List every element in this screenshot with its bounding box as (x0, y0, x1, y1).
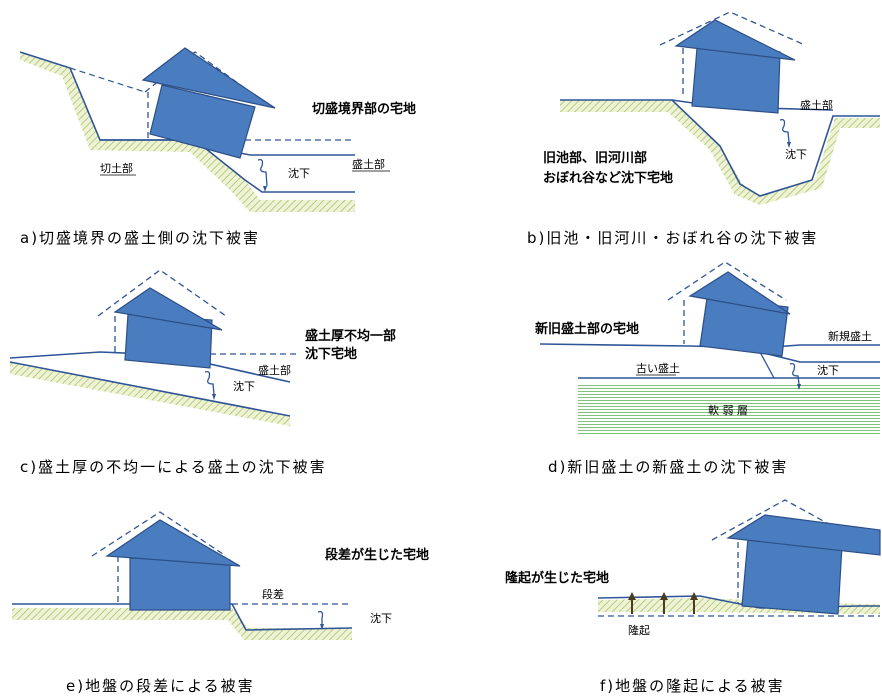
tilted-house-body (691, 47, 781, 114)
panel-f: 隆起が生じた宅地 隆起 f)地盤の隆起による被害 (505, 499, 881, 695)
settlement-arrowhead (212, 394, 216, 400)
label-soft-layer: 軟 弱 層 (708, 403, 748, 417)
label-old-fill: 古い盛土 (636, 361, 680, 375)
panel-b: 盛土部 沈下 旧池部、旧河川部 おぼれ谷など沈下宅地 b)旧池・旧河川・おぼれ谷… (527, 11, 880, 247)
panel-c-title-line1: 盛土厚不均一部 (305, 328, 396, 344)
ground-step-line (12, 603, 353, 631)
settlement-arrowhead (797, 384, 801, 390)
boundary-line (759, 351, 775, 379)
panel-d-title: 新旧盛土部の宅地 (535, 321, 639, 337)
settlement-arrowhead (320, 624, 324, 630)
label-settlement: 沈下 (288, 166, 310, 180)
original-roof-outline (91, 511, 227, 557)
settlement-arrow (317, 610, 324, 624)
settlement-arrow (257, 158, 268, 187)
caption-f: f)地盤の隆起による被害 (600, 677, 785, 695)
caption-c: c)盛土厚の不均一による盛土の沈下被害 (20, 458, 327, 476)
label-fill-area: 盛土部 (800, 98, 833, 112)
label-settlement: 沈下 (785, 147, 807, 161)
soft-layer (578, 384, 880, 436)
settlement-arrowhead (787, 142, 791, 148)
panel-d: 新旧盛土部の宅地 新規盛土 古い盛土 沈下 軟 弱 層 d)新旧盛土の新盛土の沈… (535, 261, 880, 476)
tilted-house-roof (141, 47, 276, 109)
panel-c: 盛土厚不均一部 沈下宅地 盛土部 沈下 c)盛土厚の不均一による盛土の沈下被害 (9, 269, 396, 476)
original-surface-dashed (69, 67, 146, 93)
valley-line (560, 99, 880, 197)
panel-c-title-line2: 沈下宅地 (305, 346, 357, 362)
settlement-arrow (779, 118, 790, 143)
label-settlement: 沈下 (817, 363, 839, 377)
label-new-fill: 新規盛土 (828, 329, 872, 343)
label-fill-area: 盛土部 (352, 157, 385, 171)
step-ground-hatch (12, 608, 352, 640)
original-slope-line (9, 361, 291, 417)
settlement-arrow (204, 370, 215, 395)
settlement-arrowhead (263, 186, 267, 192)
tilted-house-roof (113, 287, 223, 331)
label-step: 段差 (262, 587, 284, 601)
house-body (129, 557, 231, 611)
panel-b-title-line1: 旧池部、旧河川部 (543, 150, 647, 166)
panel-f-title: 隆起が生じた宅地 (505, 570, 609, 586)
valley-ground-hatch (560, 100, 880, 205)
panel-e-title: 段差が生じた宅地 (325, 547, 429, 563)
cut-fill-ground-hatch (20, 52, 355, 212)
tilted-house-roof (726, 514, 881, 556)
panel-e: 段差が生じた宅地 段差 沈下 e)地盤の段差による被害 (12, 511, 429, 695)
label-fill-area: 盛土部 (258, 363, 291, 377)
original-roof-outline (659, 11, 806, 46)
label-settlement: 沈下 (233, 379, 255, 393)
panel-a: 切盛境界部の宅地 切土部 沈下 盛土部 a)切盛境界の盛土側の沈下被害 (19, 47, 416, 247)
settlement-arrow (789, 362, 800, 385)
uplift-arrows (628, 592, 698, 614)
slope-ground-hatch (10, 362, 290, 426)
tilted-house-roof (674, 19, 796, 61)
caption-a: a)切盛境界の盛土側の沈下被害 (20, 229, 260, 247)
label-uplift: 隆起 (628, 623, 650, 637)
caption-e: e)地盤の段差による被害 (66, 677, 255, 695)
caption-b: b)旧池・旧河川・おぼれ谷の沈下被害 (527, 229, 818, 247)
house-roof (105, 519, 241, 567)
panel-b-title-line2: おぼれ谷など沈下宅地 (543, 170, 673, 186)
original-roof-outline (711, 499, 859, 541)
original-roof-outline (97, 269, 227, 317)
tilted-house-roof (688, 271, 791, 315)
tilted-house-body (149, 84, 256, 159)
caption-d: d)新旧盛土の新盛土の沈下被害 (548, 458, 788, 476)
original-roof-outline (667, 261, 787, 301)
label-cut-area: 切土部 (100, 161, 133, 175)
panel-a-title: 切盛境界部の宅地 (312, 101, 416, 117)
label-settlement: 沈下 (370, 611, 392, 625)
